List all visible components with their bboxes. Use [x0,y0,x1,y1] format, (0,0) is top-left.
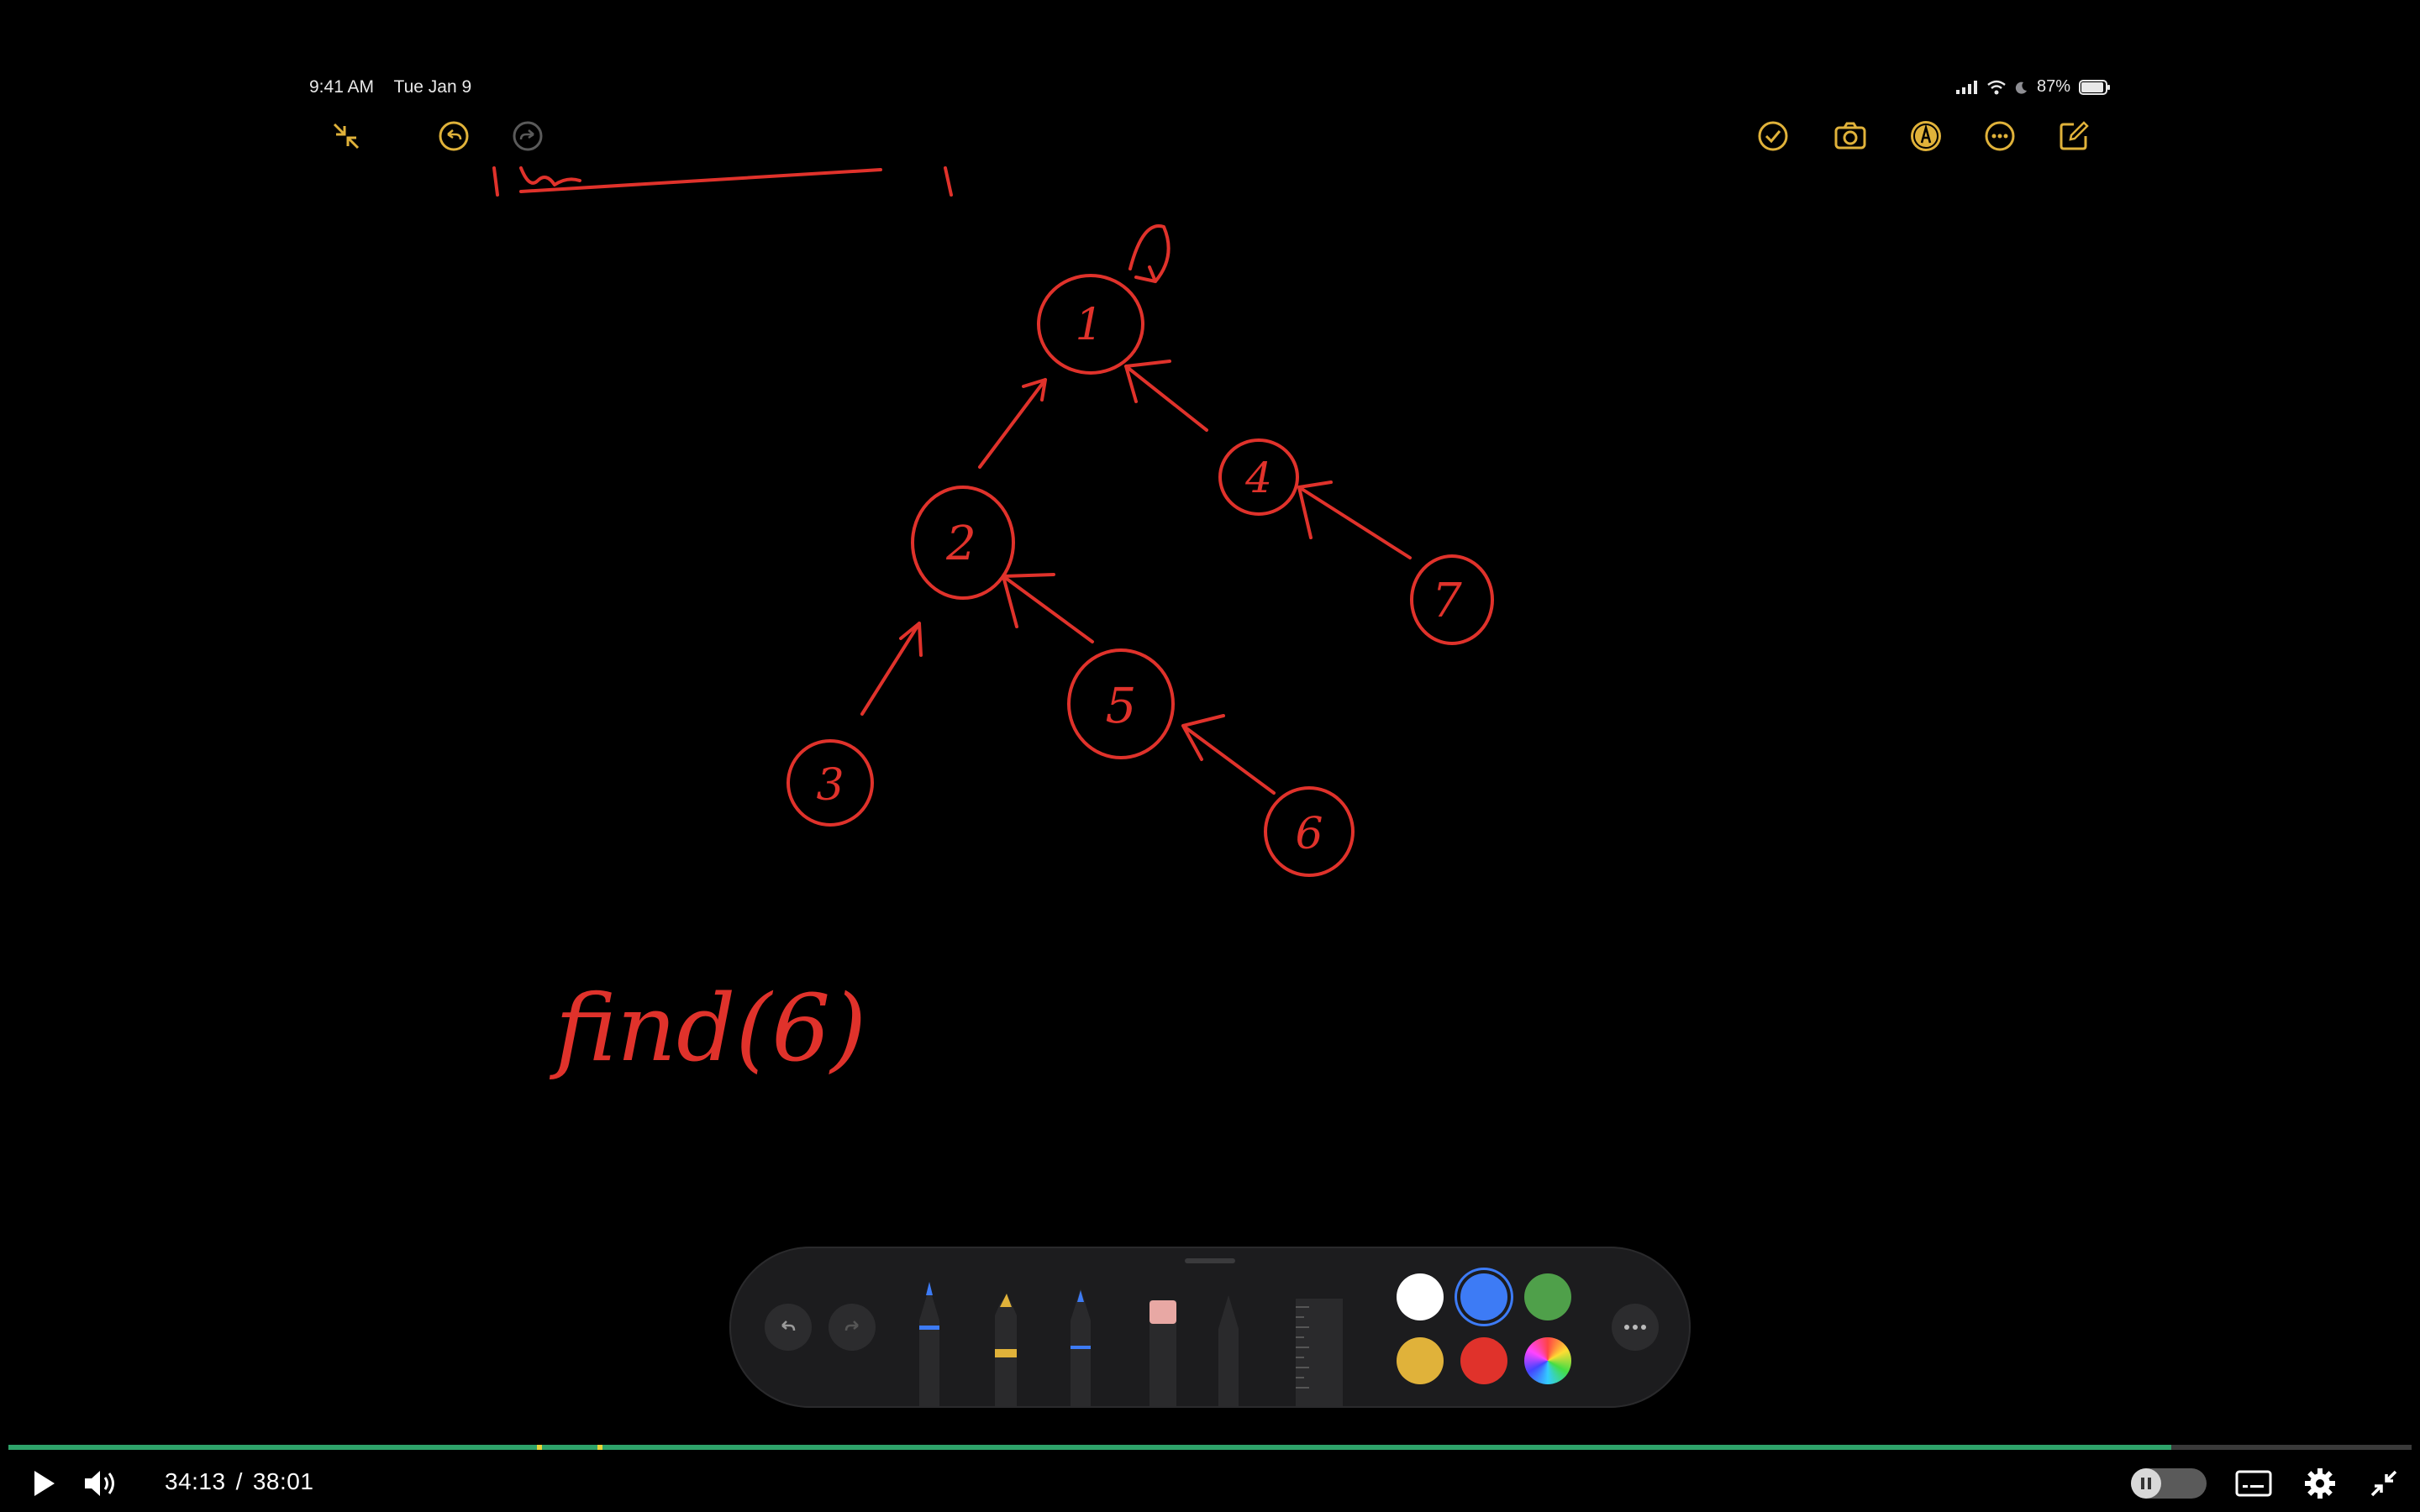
pencil-tool[interactable] [1218,1295,1239,1408]
node-6-circle [1264,786,1355,877]
compose-icon[interactable] [2055,118,2092,155]
edge-4-to-1 [1124,360,1208,432]
color-white-swatch[interactable] [1397,1273,1444,1320]
signal-icon [1955,80,1977,94]
markup-icon[interactable] [1907,118,1944,155]
node-5-label: 5 [1106,677,1137,734]
battery-icon [2079,79,2110,95]
edge-6-to-5 [1181,714,1276,795]
time-display: 34:13 / 38:01 [160,1468,318,1495]
captions-icon [2235,1470,2272,1497]
captions-button[interactable] [2232,1463,2275,1504]
duration: 38:01 [252,1468,314,1494]
palette-more-button[interactable] [1612,1304,1659,1351]
edge-5-to-2 [1002,573,1094,643]
node-6-label: 6 [1295,809,1323,859]
palette-redo-button[interactable] [829,1304,876,1351]
exit-fullscreen-icon [2370,1470,2397,1497]
gear-icon [2305,1468,2335,1499]
pen-tool[interactable] [919,1282,939,1408]
current-time: 34:13 [165,1468,226,1494]
edge-3-to-2 [860,622,923,716]
volume-icon [85,1471,114,1496]
autoplay-toggle[interactable] [2131,1468,2207,1499]
color-blue-swatch[interactable] [1460,1273,1507,1320]
node-2-circle [911,486,1015,600]
more-icon[interactable] [1981,118,2018,155]
node-4-circle [1218,438,1299,516]
color-red-swatch[interactable] [1460,1337,1507,1384]
node-7-circle [1410,554,1494,645]
status-date: Tue Jan 9 [393,77,472,97]
settings-button[interactable] [2299,1463,2341,1504]
node-2-label: 2 [945,517,976,571]
highlighter-tool[interactable] [995,1294,1017,1408]
checklist-icon[interactable] [1754,118,1791,155]
color-yellow-swatch[interactable] [1397,1337,1444,1384]
chapter-mark[interactable] [597,1445,602,1450]
toggle-knob [2131,1468,2161,1499]
edge-2-to-1 [978,378,1047,469]
status-time: 9:41 AM [309,77,375,97]
chapter-mark[interactable] [537,1445,543,1450]
wifi-icon [1987,80,2006,94]
time-separator: / [235,1468,243,1494]
eraser-tool[interactable] [1150,1300,1176,1408]
exit-fullscreen-button[interactable] [2365,1463,2403,1504]
self-loop-arrow [1128,224,1171,283]
node-5-circle [1067,648,1175,759]
moon-icon [2015,81,2027,94]
volume-button[interactable] [81,1463,123,1504]
redo-icon[interactable] [509,118,546,155]
play-icon [34,1471,55,1496]
color-green-swatch[interactable] [1524,1273,1571,1320]
marker-tool[interactable] [1071,1289,1091,1408]
palette-undo-button[interactable] [765,1304,812,1351]
undo-icon [781,1320,796,1331]
drawing-tools [919,1282,1239,1408]
progress-fill [8,1445,2171,1450]
color-picker-swatch[interactable] [1524,1337,1571,1384]
edge-7-to-4 [1297,480,1412,559]
collapse-icon[interactable] [328,118,365,155]
progress-bar[interactable] [8,1445,2412,1450]
battery-percent: 87% [2036,77,2070,96]
play-button[interactable] [24,1463,64,1504]
node-1-label: 1 [1075,300,1102,350]
more-icon [1624,1325,1646,1330]
camera-icon[interactable] [1832,118,1869,155]
title-scribble [492,166,953,197]
ruler-tool[interactable] [1296,1299,1343,1408]
find-caption: find(6) [550,974,866,1082]
node-4-label: 4 [1244,454,1272,502]
undo-icon[interactable] [435,118,472,155]
status-bar-right: 87% [1955,77,2111,97]
node-3-label: 3 [816,760,844,811]
node-3-circle [786,739,874,827]
node-1-circle [1037,274,1144,375]
pause-icon [2141,1478,2151,1489]
status-bar-left: 9:41 AM Tue Jan 9 [309,77,487,97]
node-7-label: 7 [1432,574,1462,628]
palette-grip[interactable] [1185,1258,1235,1263]
redo-icon [844,1320,859,1331]
tool-palette [729,1247,1691,1408]
